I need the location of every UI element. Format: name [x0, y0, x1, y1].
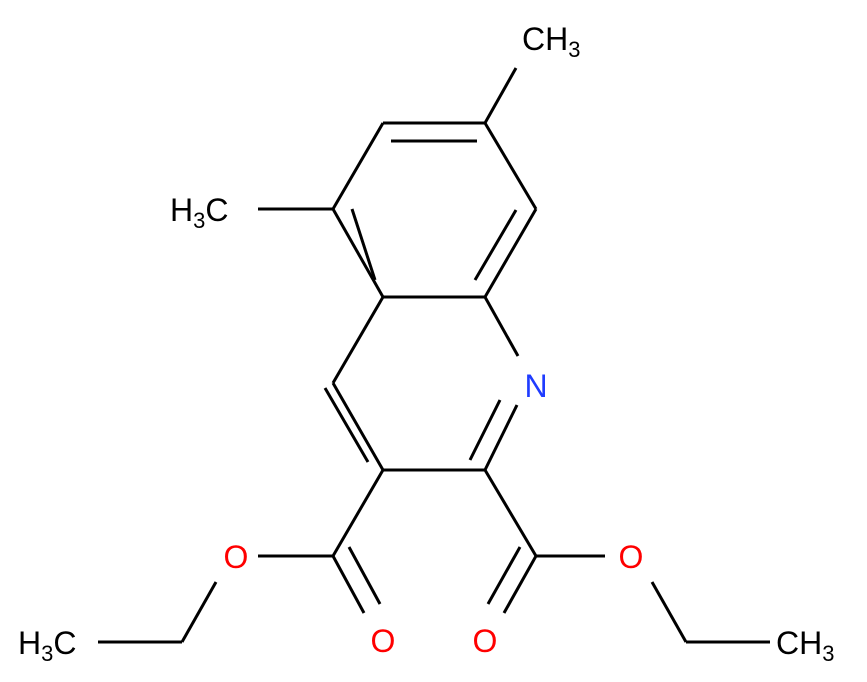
bond [468, 399, 502, 461]
bond [331, 469, 385, 557]
bond [483, 404, 519, 471]
ethyl-methyl-right-label: CH3 [776, 625, 834, 666]
oxygen-ester-left-label: O [224, 539, 249, 575]
bond [483, 469, 538, 557]
ethyl-methyl-left-label: H3C [18, 625, 76, 666]
bond [347, 546, 382, 605]
oxygen-carbonyl-left-label: O [371, 623, 396, 659]
methyl-top-main: CH [522, 21, 568, 57]
bond [323, 387, 370, 463]
bond [180, 581, 218, 643]
bond [650, 581, 688, 643]
ethyl-left-h: H [18, 625, 41, 661]
oxygen-carbonyl-right-label: O [473, 623, 498, 659]
bond [473, 209, 518, 281]
bond [483, 67, 518, 124]
bond [331, 296, 385, 384]
bond [486, 546, 522, 605]
methyl-left-label: H3C [170, 192, 228, 233]
bond [350, 208, 377, 281]
methyl-top-subscript: 3 [568, 37, 580, 62]
bond [483, 296, 520, 357]
bond [483, 208, 538, 298]
ethyl-left-c: C [53, 625, 76, 661]
methyl-left-h: H [170, 192, 193, 228]
bond [483, 122, 538, 210]
ethyl-left-subscript: 3 [41, 641, 53, 666]
bond [331, 382, 385, 471]
bond [331, 122, 385, 210]
oxygen-ester-right-label: O [619, 539, 644, 575]
bonds [98, 67, 770, 644]
ethyl-right-subscript: 3 [822, 641, 834, 666]
bond [331, 555, 366, 614]
nitrogen-label: N [524, 368, 547, 404]
methyl-left-c: C [205, 192, 228, 228]
bond [331, 208, 385, 298]
atom-labels: N O O O O CH3 H3C H3C CH3 [18, 21, 834, 666]
bond [502, 555, 538, 614]
methyl-top-label: CH3 [522, 21, 580, 62]
ethyl-right-main: CH [776, 625, 822, 661]
methyl-left-subscript: 3 [193, 208, 205, 233]
